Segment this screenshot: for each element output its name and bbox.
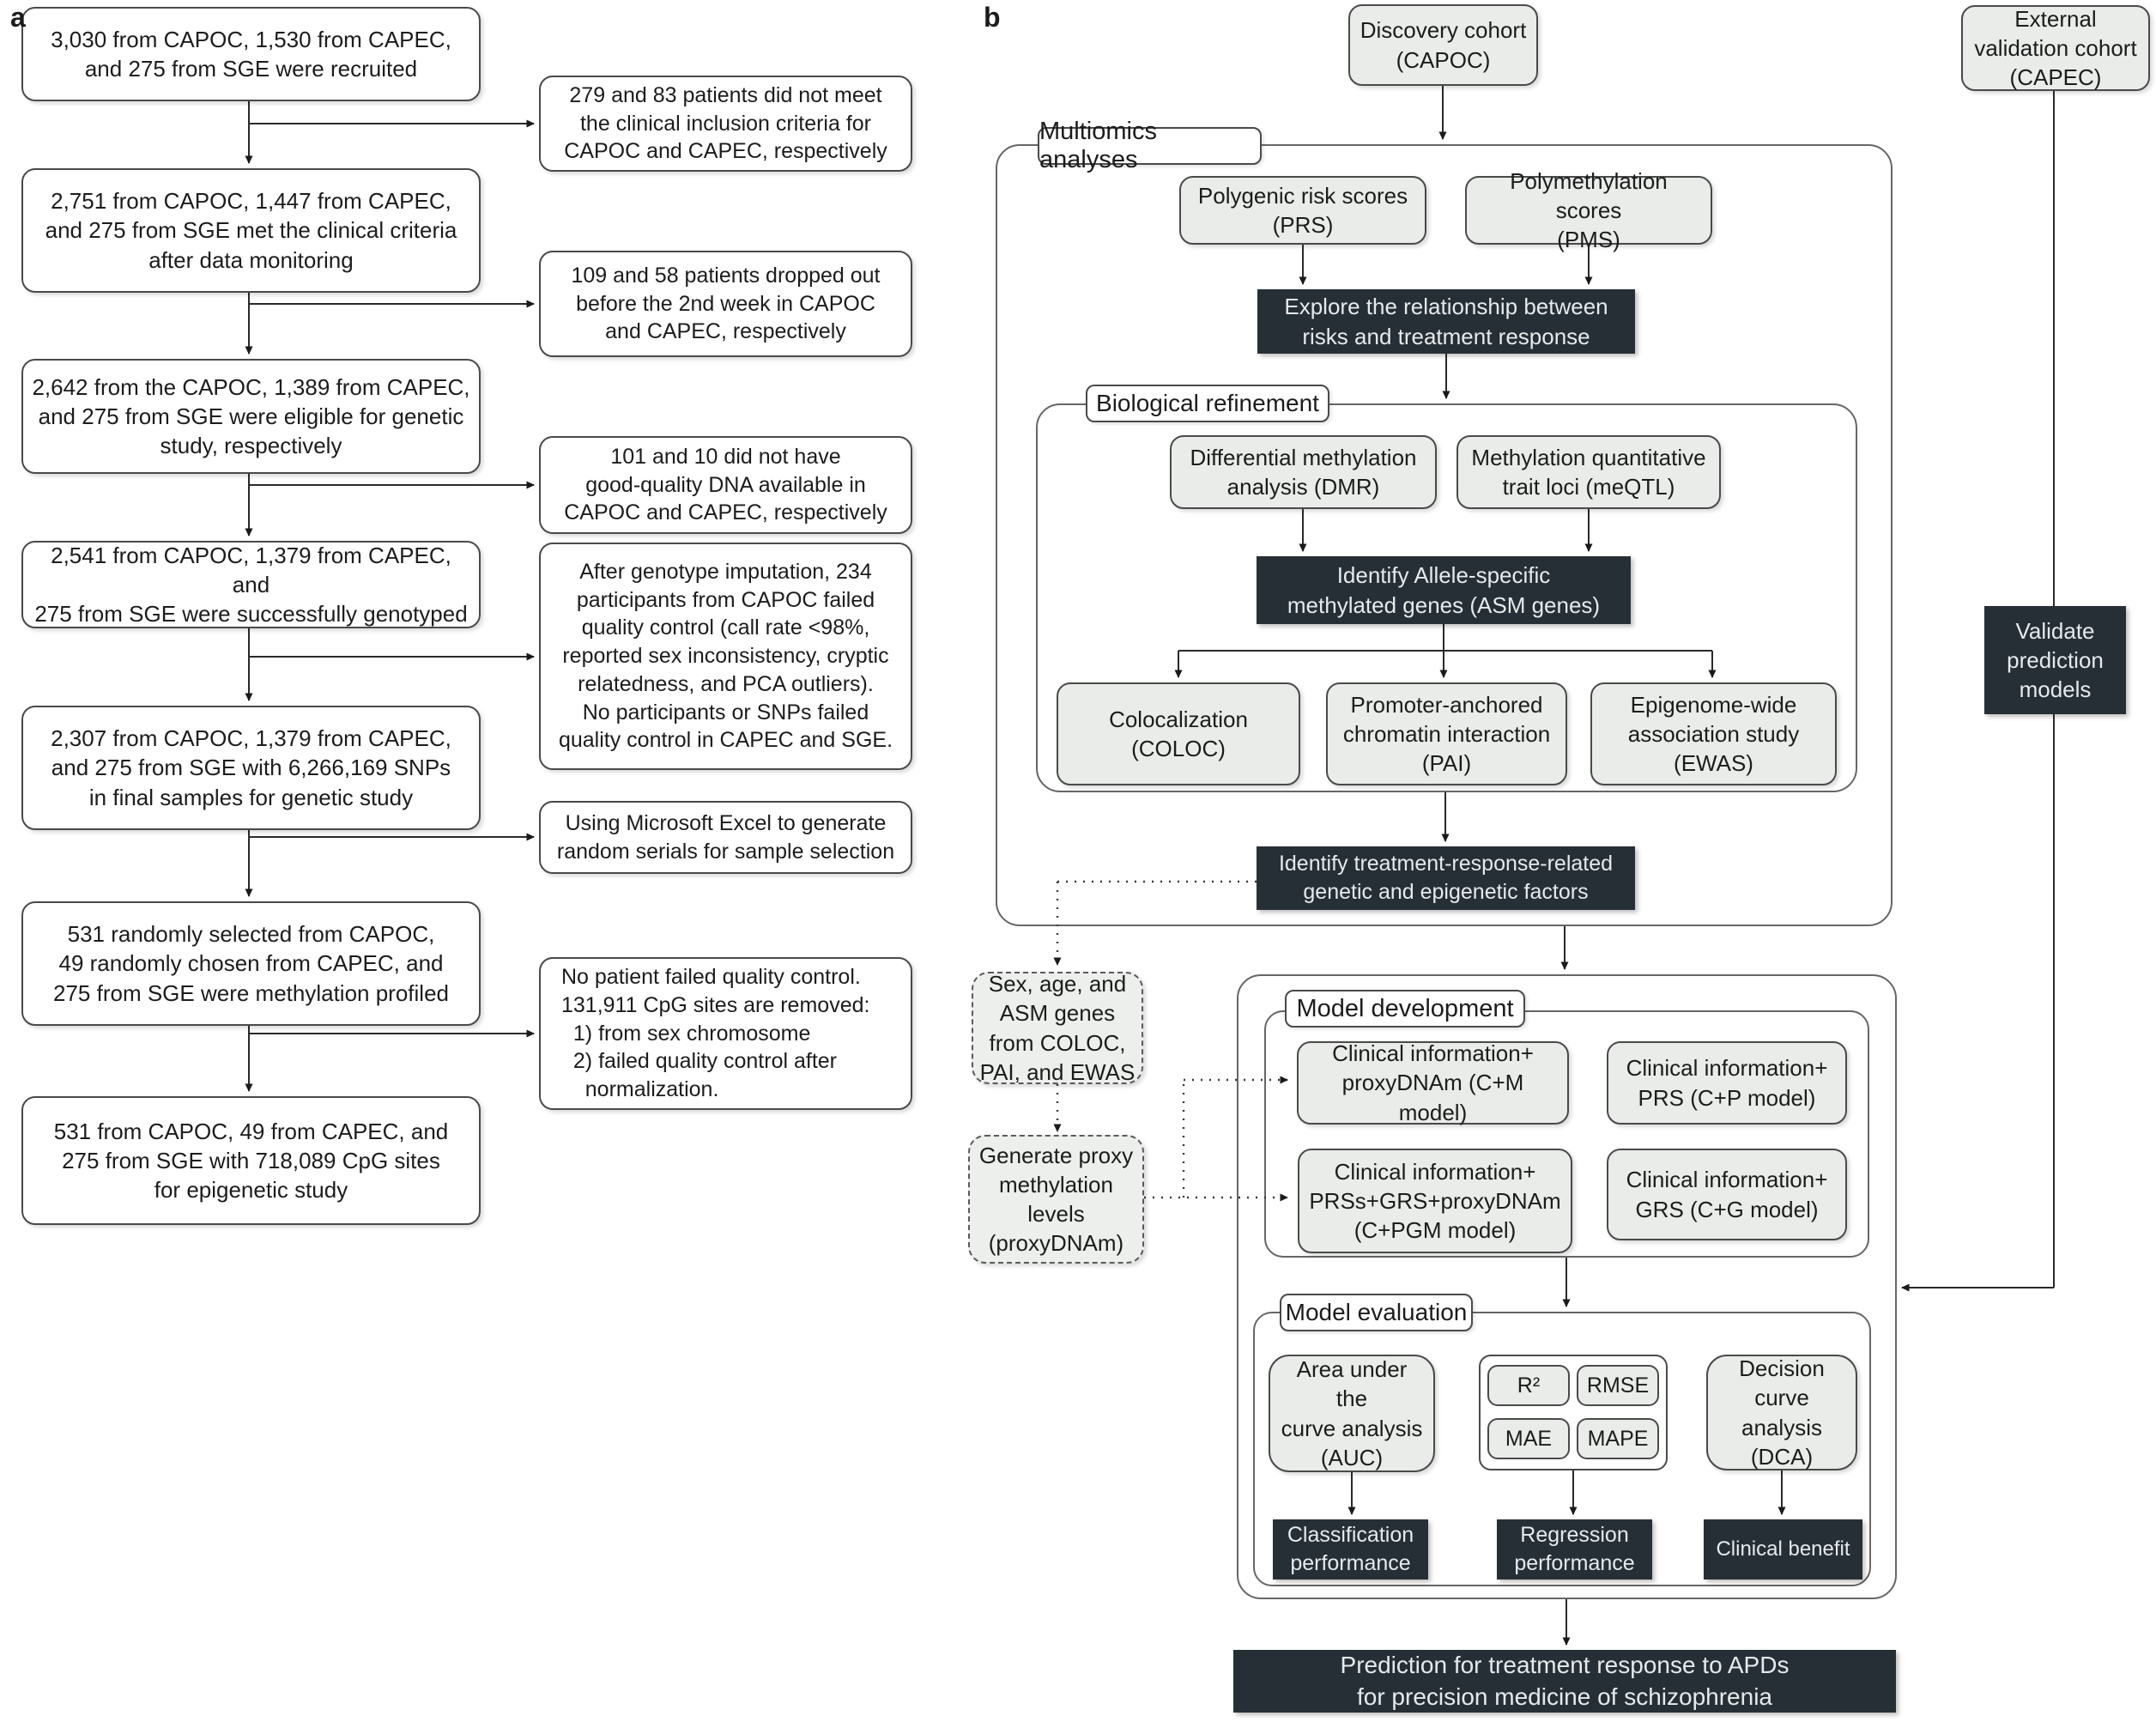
panel-a-label: a	[10, 2, 26, 33]
prediction-banner: Prediction for treatment response to APD…	[1233, 1650, 1896, 1713]
cm-model-box: Clinical information+ proxyDNAm (C+M mod…	[1297, 1040, 1569, 1125]
biological-refinement-label: Biological refinement	[1086, 385, 1329, 422]
recruited-box: 3,030 from CAPOC, 1,530 from CAPEC, and …	[21, 7, 481, 101]
asm-genes-box: Identify Allele-specific methylated gene…	[1257, 556, 1631, 624]
pai-box: Promoter-anchored chromatin interaction …	[1326, 682, 1567, 785]
mae-box: MAE	[1487, 1418, 1570, 1459]
final-genetic-box: 2,307 from CAPOC, 1,379 from CAPEC, and …	[21, 706, 481, 830]
inclusion-exclusion-box: 279 and 83 patients did not meet the cli…	[539, 76, 912, 172]
coloc-box: Colocalization (COLOC)	[1057, 682, 1300, 785]
cpgm-model-box: Clinical information+ PRSs+GRS+proxyDNAm…	[1298, 1149, 1572, 1253]
cpg-removed-box: No patient failed quality control. 131,9…	[539, 957, 912, 1110]
methylation-profiled-box: 531 randomly selected from CAPOC, 49 ran…	[21, 901, 481, 1026]
dropout-box: 109 and 58 patients dropped out before t…	[539, 251, 912, 357]
dca-box: Decision curve analysis (DCA)	[1706, 1355, 1857, 1470]
sex-asm-box: Sex, age, and ASM genes from COLOC, PAI,…	[972, 971, 1143, 1085]
explore-relationship-box: Explore the relationship between risks a…	[1257, 289, 1635, 354]
classification-performance-box: Classification performance	[1273, 1519, 1428, 1580]
clinical-benefit-box: Clinical benefit	[1704, 1519, 1862, 1580]
meqtl-box: Methylation quantitative trait loci (meQ…	[1457, 435, 1721, 509]
genotyped-box: 2,541 from CAPOC, 1,379 from CAPEC, and …	[21, 541, 481, 628]
external-validation-box: External validation cohort (CAPEC)	[1961, 5, 2150, 91]
ewas-box: Epigenome-wide association study (EWAS)	[1590, 682, 1837, 785]
dmr-box: Differential methylation analysis (DMR)	[1170, 435, 1437, 509]
model-development-label: Model development	[1285, 990, 1525, 1028]
regression-performance-box: Regression performance	[1497, 1519, 1652, 1580]
mape-box: MAPE	[1577, 1418, 1659, 1459]
auc-box: Area under the curve analysis (AUC)	[1269, 1355, 1435, 1472]
excel-random-box: Using Microsoft Excel to generate random…	[539, 801, 912, 874]
pms-box: Polymethylation scores (PMS)	[1465, 168, 1712, 252]
multiomics-label: Multiomics analyses	[1038, 118, 1262, 173]
model-evaluation-label: Model evaluation	[1280, 1294, 1473, 1331]
epigenetic-study-box: 531 from CAPOC, 49 from CAPEC, and 275 f…	[21, 1096, 481, 1225]
dna-quality-box: 101 and 10 did not have good-quality DNA…	[539, 436, 912, 534]
panel-b-label: b	[984, 2, 1001, 33]
identify-factors-box: Identify treatment-response-related gene…	[1257, 846, 1635, 910]
validate-models-box: Validate prediction models	[1984, 606, 2126, 714]
cp-model-box: Clinical information+ PRS (C+P model)	[1607, 1041, 1847, 1125]
imputation-qc-box: After genotype imputation, 234 participa…	[539, 543, 912, 770]
r2-box: R²	[1487, 1365, 1570, 1406]
cg-model-box: Clinical information+ GRS (C+G model)	[1607, 1149, 1847, 1240]
proxy-dnam-box: Generate proxy methylation levels (proxy…	[968, 1135, 1144, 1264]
genetic-eligible-box: 2,642 from the CAPOC, 1,389 from CAPEC, …	[21, 359, 481, 474]
prs-box: Polygenic risk scores (PRS)	[1179, 176, 1426, 245]
rmse-box: RMSE	[1577, 1365, 1659, 1406]
discovery-cohort-box: Discovery cohort (CAPOC)	[1348, 4, 1538, 86]
clinical-criteria-box: 2,751 from CAPOC, 1,447 from CAPEC, and …	[21, 168, 481, 293]
